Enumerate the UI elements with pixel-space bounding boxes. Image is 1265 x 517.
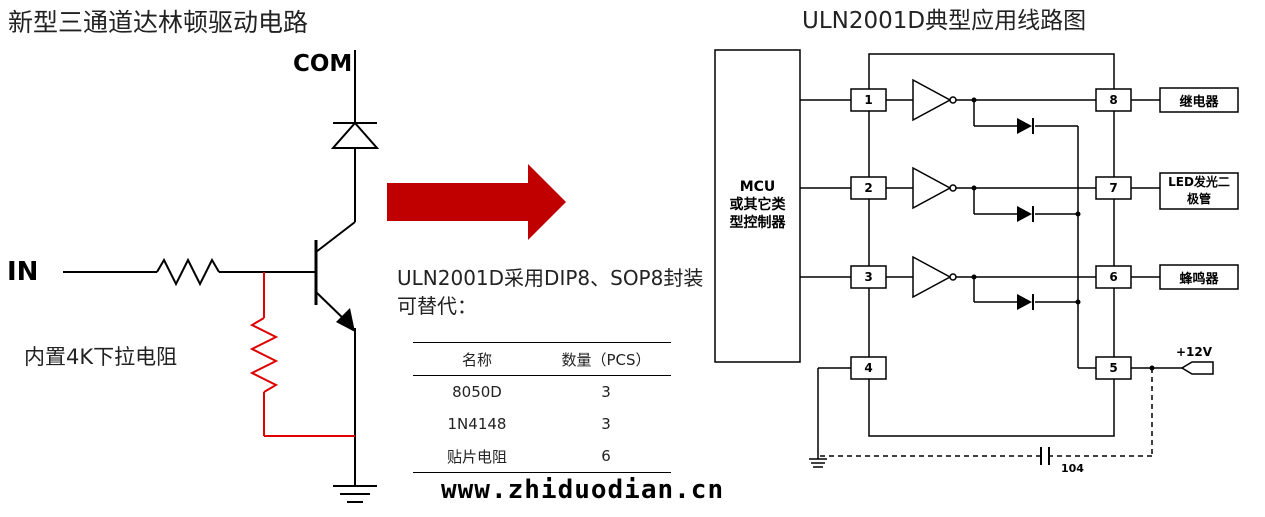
- pin-4: 4: [864, 361, 873, 375]
- flyback-diode-icon: [330, 121, 380, 149]
- pin-1: 1: [864, 93, 873, 107]
- diode-icon-3: [1017, 294, 1032, 310]
- mcu-box: [714, 49, 801, 363]
- right-arrow-icon: [387, 164, 566, 240]
- table-header-qty: 数量（PCS）: [561, 350, 651, 369]
- transistor-collector: [315, 221, 356, 253]
- supply-connector-icon: [1180, 361, 1214, 375]
- table-cell-name: 贴片电阻: [446, 447, 507, 466]
- led-label-line2: 极管: [1186, 192, 1211, 206]
- pin-7: 7: [1109, 181, 1118, 195]
- mcu-label-line2: 或其它类: [729, 197, 786, 213]
- left-diagram-title: 新型三通道达林顿驱动电路: [8, 8, 309, 37]
- base-resistor-icon: [156, 257, 220, 287]
- mcu-label: MCU 或其它类 型控制器: [715, 178, 800, 232]
- pin-5: 5: [1109, 361, 1118, 375]
- table-cell-qty: 3: [601, 415, 611, 433]
- uln-chip-outline: [868, 53, 1115, 437]
- inverter-icon-3: [912, 255, 952, 299]
- pulldown-branch: [249, 272, 355, 437]
- parts-table: 名称 数量（PCS） 8050D 3 1N4148 3 贴片电阻 6: [413, 342, 671, 473]
- relay-load-box: [1159, 87, 1239, 113]
- table-row: 8050D 3: [413, 376, 671, 409]
- pin-box-4: [850, 356, 887, 380]
- left-circuit: [63, 50, 380, 503]
- table-cell-qty: 6: [601, 447, 611, 465]
- diode-icon-2: [1017, 206, 1032, 222]
- pulldown-resistor-icon: [249, 317, 279, 393]
- table-header-name: 名称: [461, 350, 492, 369]
- table-cell-name: 8050D: [452, 383, 502, 401]
- table-header-row: 名称 数量（PCS）: [413, 342, 671, 376]
- inverter-icon-2: [912, 166, 952, 210]
- led-load-box: [1159, 172, 1239, 210]
- supply-label: +12V: [1176, 345, 1213, 359]
- com-label: COM: [293, 51, 353, 77]
- buzzer-load-box: [1159, 264, 1239, 290]
- pin-6: 6: [1109, 270, 1118, 284]
- replacement-note: 可替代：: [397, 294, 477, 318]
- package-note: ULN2001D采用DIP8、SOP8封装: [397, 266, 704, 290]
- pin-8: 8: [1109, 93, 1118, 107]
- emitter-arrow-icon: [336, 308, 355, 332]
- inverter-icon-1: [912, 78, 952, 122]
- diode-icon-1: [1017, 118, 1032, 134]
- table-cell-qty: 3: [601, 383, 611, 401]
- capacitor-label: 104: [1061, 462, 1084, 475]
- right-circuit: [714, 49, 1239, 468]
- mcu-label-line1: MCU: [739, 179, 776, 195]
- buzzer-label: 蜂鸣器: [1179, 272, 1219, 287]
- table-row: 1N4148 3: [413, 408, 671, 440]
- relay-label: 继电器: [1179, 95, 1219, 110]
- in-label: IN: [7, 257, 39, 287]
- pin-3: 3: [864, 270, 873, 284]
- right-diagram-title: ULN2001D典型应用线路图: [802, 8, 1087, 34]
- table-cell-name: 1N4148: [447, 415, 507, 433]
- watermark-url: www.zhiduodian.cn: [441, 475, 725, 505]
- table-row: 贴片电阻 6: [413, 440, 671, 473]
- pulldown-resistor-label: 内置4K下拉电阻: [24, 345, 178, 369]
- led-label-line1: LED发光二: [1168, 175, 1230, 189]
- pin-2: 2: [864, 181, 873, 195]
- led-label: LED发光二 极管: [1160, 174, 1238, 208]
- mcu-label-line3: 型控制器: [729, 215, 786, 231]
